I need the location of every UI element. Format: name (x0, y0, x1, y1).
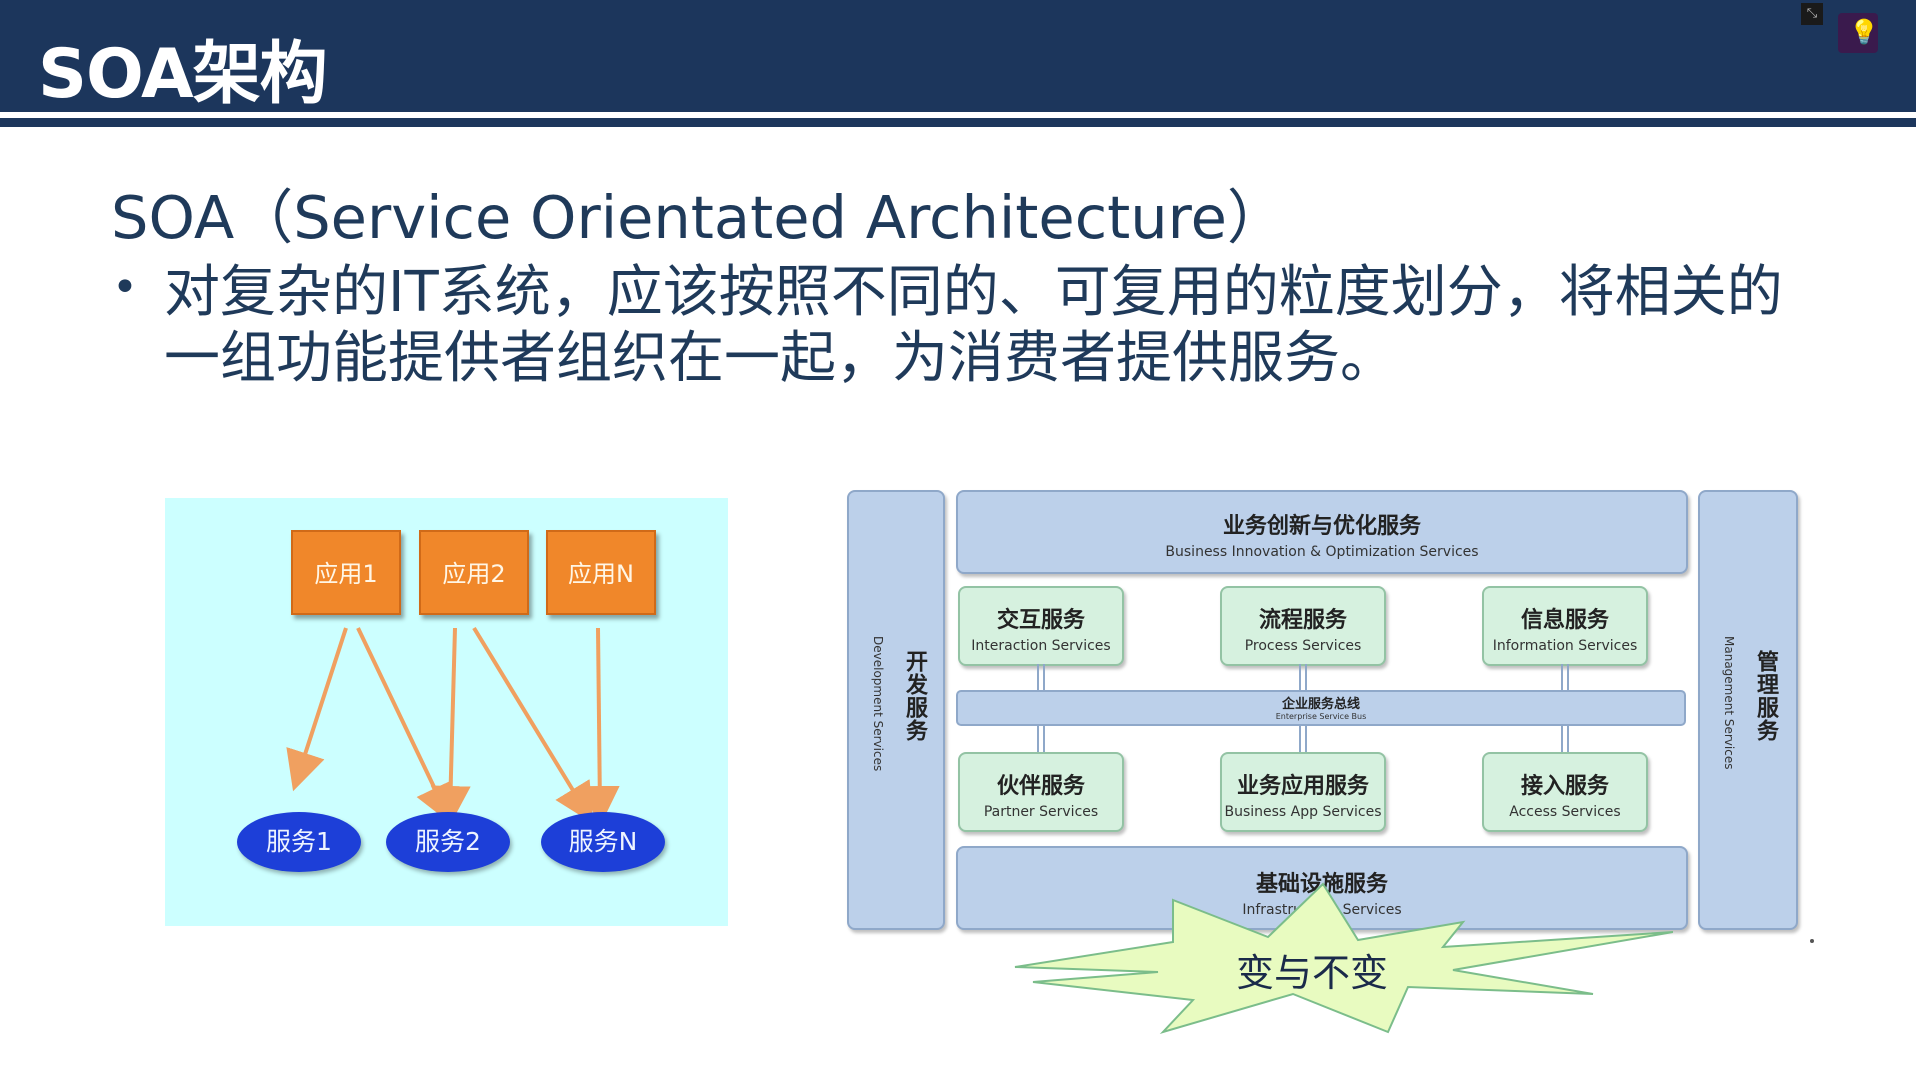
esb-en: Enterprise Service Bus (1275, 712, 1367, 721)
mgmt-services-cn: 管理服务 (1753, 650, 1779, 742)
bullet-marker: • (112, 262, 138, 313)
business-app-services-cn: 业务应用服务 (1236, 773, 1369, 799)
starburst-text: 变与不变 (1236, 951, 1389, 995)
access-services-cn: 接入服务 (1520, 773, 1609, 799)
dev-services-en: Development Services (871, 636, 885, 772)
access-services-en: Access Services (1509, 804, 1621, 820)
arrow-app2-svc2 (430, 627, 471, 826)
lightbulb-icon: 💡 (1849, 18, 1879, 46)
title-rule-navy (0, 118, 1916, 127)
app-box: 应用N (546, 530, 656, 615)
information-services-cn: 信息服务 (1520, 607, 1609, 633)
arrow-app2-svcn (472, 626, 594, 824)
interaction-services-en: Interaction Services (971, 638, 1111, 654)
bio-services-bar: 业务创新与优化服务 Business Innovation & Optimiza… (956, 490, 1688, 574)
soa-reference-architecture: 开发服务 Development Services 管理服务 Managemen… (843, 486, 1813, 936)
process-services-box: 流程服务 Process Services (1220, 586, 1386, 666)
information-services-en: Information Services (1492, 638, 1638, 654)
connector (1561, 664, 1569, 690)
connector (1037, 726, 1045, 752)
connector (1299, 664, 1307, 690)
access-services-box: 接入服务 Access Services (1482, 752, 1648, 832)
connector (1037, 664, 1045, 690)
partner-services-cn: 伙伴服务 (996, 773, 1085, 799)
app-box: 应用2 (419, 530, 529, 615)
partner-services-box: 伙伴服务 Partner Services (958, 752, 1124, 832)
starburst-shape (1013, 882, 1674, 1046)
information-services-box: 信息服务 Information Services (1482, 586, 1648, 666)
process-services-en: Process Services (1244, 638, 1362, 654)
service-ellipse: 服务1 (237, 812, 361, 872)
arrow-appn-svcn (579, 627, 620, 826)
interaction-services-box: 交互服务 Interaction Services (958, 586, 1124, 666)
connector (1561, 726, 1569, 752)
partner-services-en: Partner Services (983, 804, 1099, 820)
dev-services-cn: 开发服务 (902, 650, 928, 742)
section-heading: SOA（Service Orientated Architecture） (111, 183, 1286, 252)
interaction-services-cn: 交互服务 (996, 607, 1085, 633)
page-title: SOA架构 (38, 35, 328, 114)
arrow-app1-svc1 (286, 627, 348, 792)
dev-services-column: 开发服务 Development Services (847, 490, 945, 930)
mgmt-services-column: 管理服务 Management Services (1698, 490, 1798, 930)
title-bar: SOA架构 (0, 0, 1916, 114)
slide-dot (1810, 939, 1814, 943)
lightbulb-button[interactable]: 💡 (1838, 13, 1879, 53)
enterprise-service-bus: 企业服务总线 Enterprise Service Bus (956, 690, 1686, 726)
app-service-diagram: 应用1 应用2 应用N 服务1 服务2 服务N (165, 498, 728, 926)
esb-cn: 企业服务总线 (1281, 697, 1360, 712)
bio-services-cn: 业务创新与优化服务 (1222, 513, 1421, 539)
business-app-services-box: 业务应用服务 Business App Services (1220, 752, 1386, 832)
bullet-text: 对复杂的IT系统，应该按照不同的、可复用的粒度划分，将相关的一组功能提供者组织在… (164, 260, 1783, 391)
app-box: 应用1 (291, 530, 401, 615)
service-ellipse: 服务2 (386, 812, 510, 872)
mgmt-services-en: Management Services (1722, 636, 1736, 770)
connector (1299, 726, 1307, 752)
arrows (286, 626, 620, 826)
collapse-icon[interactable]: ⤡ (1801, 3, 1823, 25)
business-app-services-en: Business App Services (1224, 804, 1382, 820)
process-services-cn: 流程服务 (1258, 607, 1347, 633)
service-ellipse: 服务N (541, 812, 665, 872)
title-rule-white (0, 112, 1916, 118)
bio-services-en: Business Innovation & Optimization Servi… (1165, 544, 1479, 560)
arrow-app1-svc2 (356, 627, 453, 825)
